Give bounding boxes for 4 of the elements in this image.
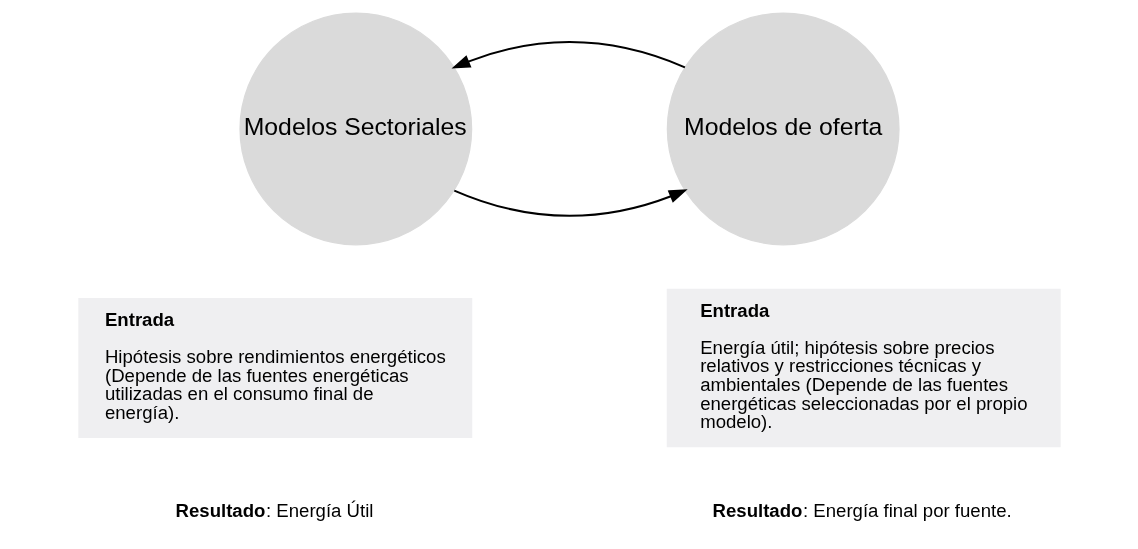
arrow	[451, 41, 686, 69]
node-label: Resultado: Energía Útil	[175, 499, 373, 521]
arrow	[452, 189, 688, 217]
node-label: Resultado: Energía final por fuente.	[712, 499, 1012, 521]
